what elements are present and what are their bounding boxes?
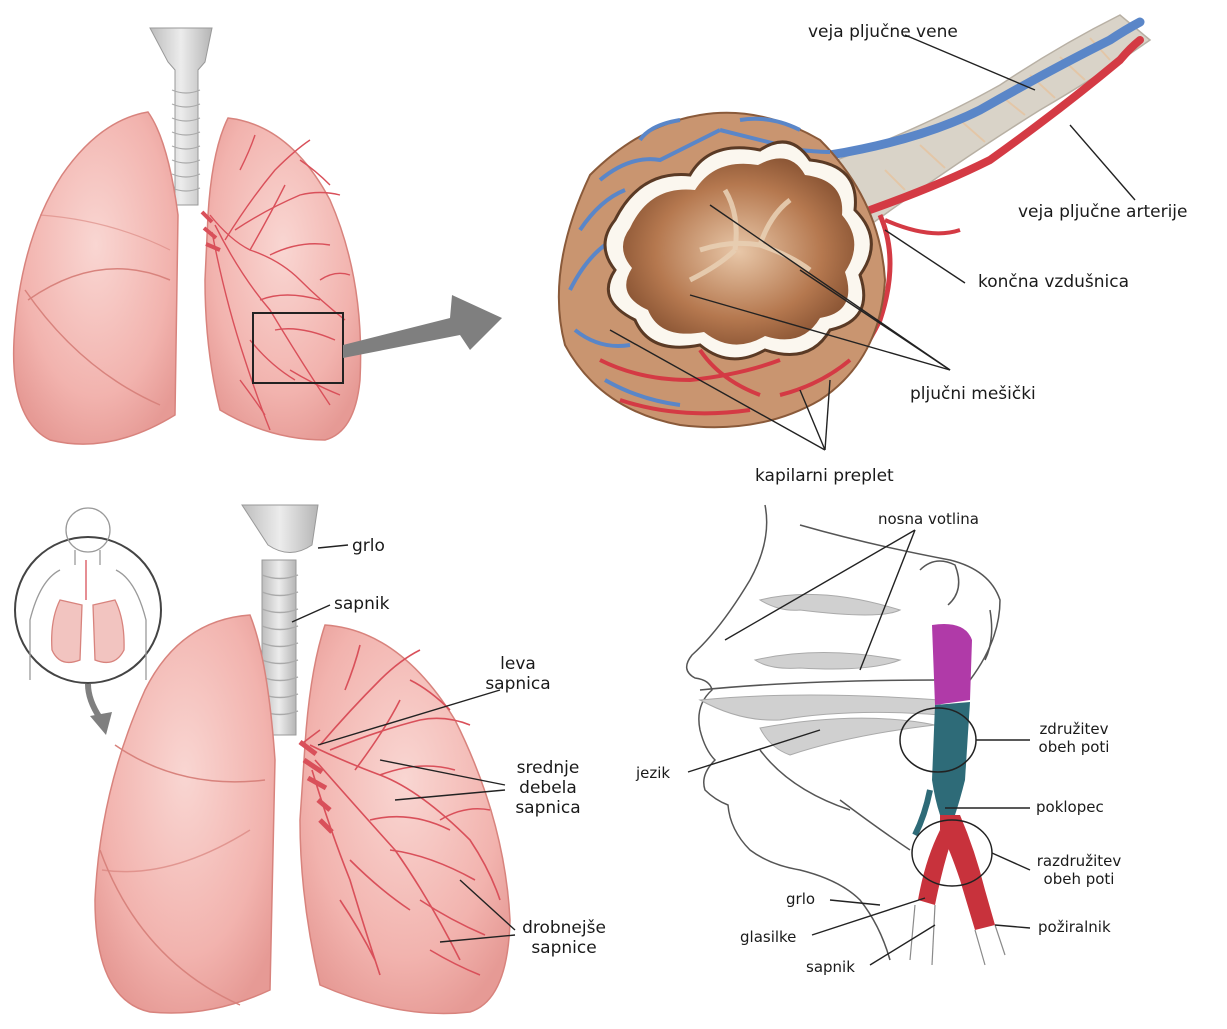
label-esophagus: požiralnik xyxy=(1038,918,1111,936)
top-lungs xyxy=(14,28,502,444)
label-left-bronchus-line1: leva xyxy=(488,654,548,674)
pharynx-purple xyxy=(932,624,972,705)
label-alveoli: pljučni mešički xyxy=(910,384,1036,404)
label-epiglottis: poklopec xyxy=(1036,798,1104,816)
label-left-bronchus-line2: sapnica xyxy=(478,674,558,694)
label-medium-bronchus-line2: debela xyxy=(508,778,588,798)
esophagus-red xyxy=(940,815,995,930)
label-small-bronchi-line2: sapnice xyxy=(514,938,614,958)
inset-arrow xyxy=(88,684,100,718)
label-tongue: jezik xyxy=(636,764,670,782)
top-left-lung xyxy=(205,118,361,440)
label-separation-line1: razdružitev xyxy=(1024,852,1134,870)
zoom-arrow xyxy=(343,295,502,358)
label-joining-line2: obeh poti xyxy=(1024,738,1124,756)
airway-teal xyxy=(932,702,970,815)
label-larynx: grlo xyxy=(352,536,385,556)
label-terminal-bronchiole: končna vzdušnica xyxy=(978,272,1129,292)
inset-body xyxy=(15,508,161,683)
label-separation-line2: obeh poti xyxy=(1024,870,1134,888)
top-right-lung xyxy=(14,112,178,444)
label-capillary-network: kapilarni preplet xyxy=(755,466,894,486)
label-trachea-head: sapnik xyxy=(806,958,855,976)
label-pulmonary-vein-branch: veja pljučne vene xyxy=(808,22,958,42)
head-section xyxy=(687,505,1030,965)
label-medium-bronchus-line3: sapnica xyxy=(508,798,588,818)
bottom-larynx xyxy=(242,505,318,553)
label-small-bronchi-line1: drobnejše xyxy=(514,918,614,938)
label-vocal-cords: glasilke xyxy=(740,928,796,946)
label-joining-line1: združitev xyxy=(1024,720,1124,738)
label-nasal-cavity: nosna votlina xyxy=(878,510,979,528)
label-trachea: sapnik xyxy=(334,594,389,614)
label-pulmonary-artery-branch: veja pljučne arterije xyxy=(1018,202,1188,222)
label-pharynx: grlo xyxy=(786,890,815,908)
bottom-lungs xyxy=(15,505,515,1013)
label-medium-bronchus-line1: srednje xyxy=(508,758,588,778)
